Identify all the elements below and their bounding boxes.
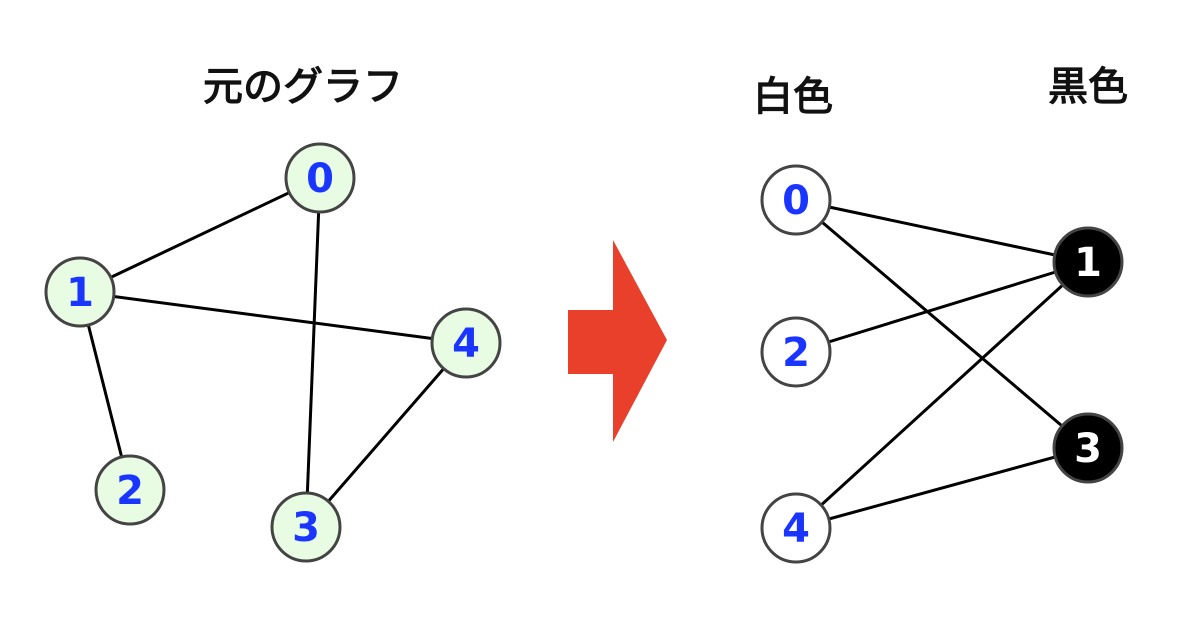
original-node-3-circle [270, 491, 342, 563]
original-edge-3-4 [304, 341, 468, 529]
original-node-1: 1 [44, 256, 116, 328]
black-node-3-label: 3 [1074, 426, 1102, 472]
original-graph-nodes: 0 1 2 3 4 [44, 142, 502, 563]
original-node-0-circle [284, 142, 356, 214]
black-group-title: 黒色 [1048, 64, 1128, 110]
black-node-3: 3 [1052, 412, 1124, 484]
original-node-1-circle [44, 256, 116, 328]
bipartite-graph-edges [794, 198, 1090, 530]
white-node-4: 4 [760, 492, 832, 564]
original-node-0-label: 0 [306, 156, 334, 202]
bipartite-graph-nodes: 0 2 4 1 3 [760, 164, 1124, 564]
bipartite-edge-0-1 [794, 198, 1090, 264]
white-node-2-circle [760, 316, 832, 388]
original-node-4-label: 4 [452, 321, 480, 367]
bipartite-edge-0-3 [794, 198, 1090, 450]
right-arrow-icon [568, 240, 667, 442]
black-node-1-label: 1 [1074, 240, 1102, 286]
white-node-0-label: 0 [782, 178, 810, 224]
original-node-2-label: 2 [116, 468, 144, 514]
original-node-4: 4 [430, 307, 502, 379]
original-node-4-circle [430, 307, 502, 379]
white-node-4-circle [760, 492, 832, 564]
original-node-1-label: 1 [66, 270, 94, 316]
bipartite-edge-4-3 [794, 446, 1090, 530]
white-node-2-label: 2 [782, 330, 810, 376]
original-graph-title: 元のグラフ [203, 64, 403, 110]
black-node-1-circle [1052, 226, 1124, 298]
original-node-0: 0 [284, 142, 356, 214]
black-node-1: 1 [1052, 226, 1124, 298]
bipartite-edge-4-1 [794, 260, 1090, 530]
white-node-4-label: 4 [782, 506, 810, 552]
white-node-0-circle [760, 164, 832, 236]
white-node-2: 2 [760, 316, 832, 388]
white-node-0: 0 [760, 164, 832, 236]
original-edge-1-4 [78, 290, 468, 345]
original-node-3-label: 3 [292, 505, 320, 551]
bipartite-edge-2-1 [794, 260, 1090, 354]
black-node-3-circle [1052, 412, 1124, 484]
original-edge-0-3 [304, 176, 322, 529]
original-node-2-circle [94, 454, 166, 526]
original-node-3: 3 [270, 491, 342, 563]
original-edge-0-1 [78, 176, 322, 294]
original-node-2: 2 [94, 454, 166, 526]
white-group-title: 白色 [753, 74, 833, 120]
